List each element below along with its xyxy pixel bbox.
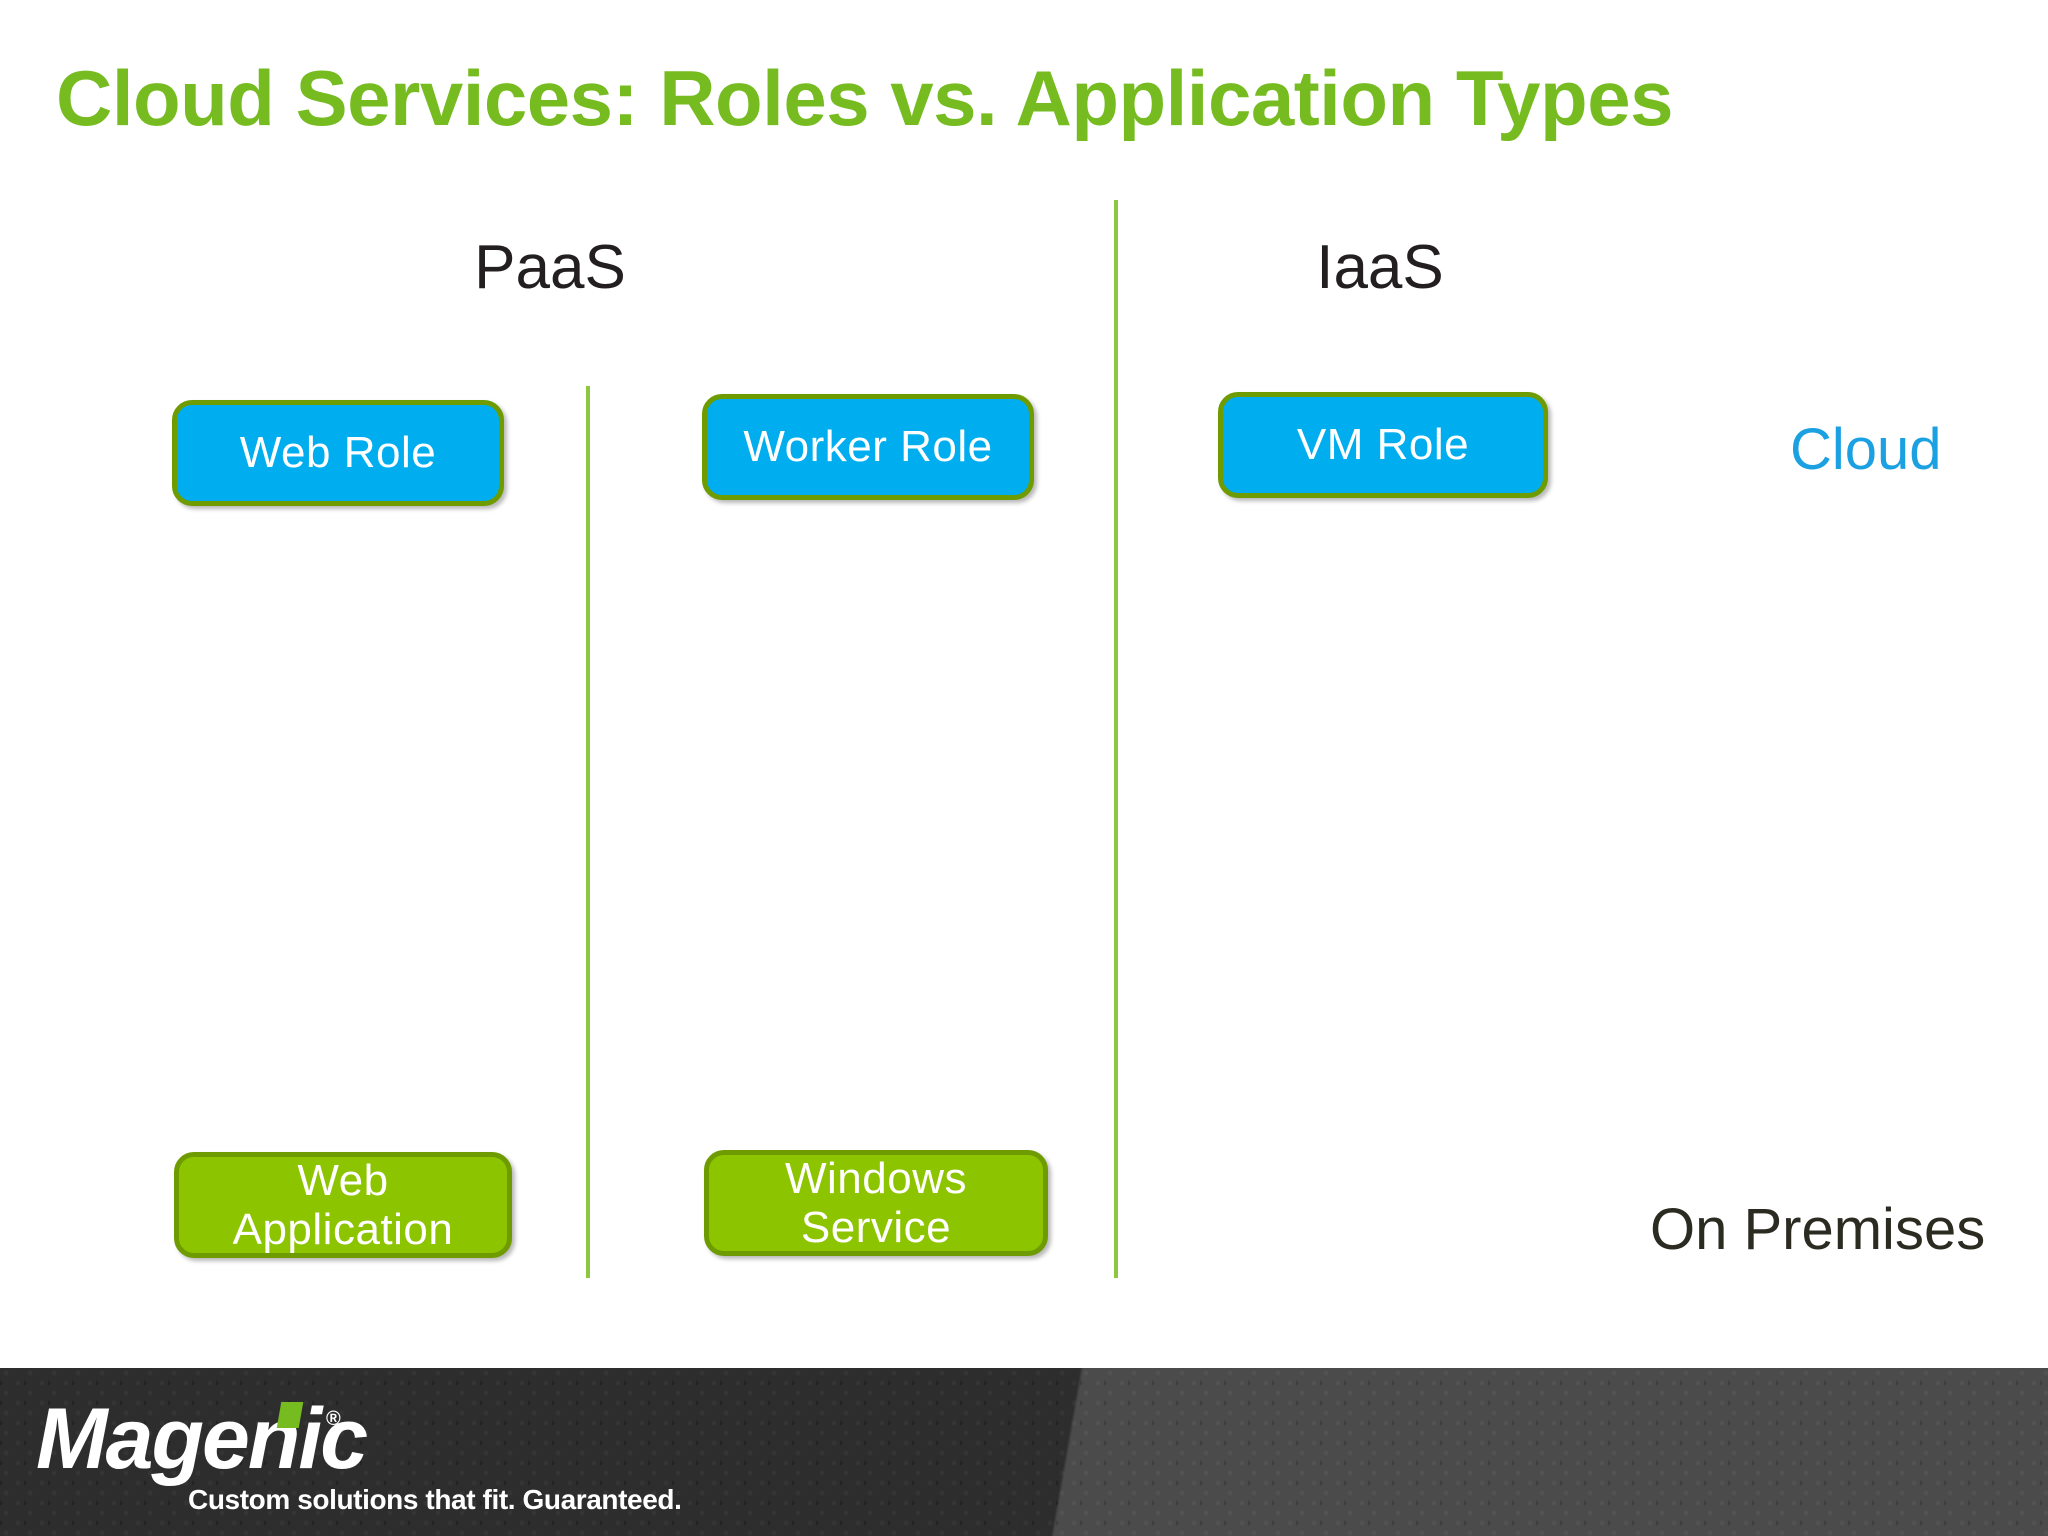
magenic-logo-green-square-icon <box>276 1402 304 1428</box>
footer-diagonal-overlay <box>0 1368 2048 1536</box>
node-label-worker-role: Worker Role <box>743 422 993 472</box>
column-header-paas: PaaS <box>474 233 626 302</box>
node-label-web-application: Web Application <box>233 1156 454 1255</box>
tier-label-on-premises: On Premises <box>1650 1197 1986 1262</box>
magenic-logo-registered-mark: ® <box>326 1408 341 1430</box>
page-title: Cloud Services: Roles vs. Application Ty… <box>56 54 1673 142</box>
node-label-vm-role: VM Role <box>1296 420 1470 470</box>
magenic-logo-tagline: Custom solutions that fit. Guaranteed. <box>188 1484 682 1515</box>
node-box-windows-service[interactable]: Windows Service <box>704 1150 1048 1256</box>
column-header-iaas: IaaS <box>1316 233 1444 302</box>
footer-band: Magenic ® Custom solutions that fit. Gua… <box>0 1368 2048 1536</box>
footer-texture <box>0 1368 2048 1536</box>
tier-label-cloud: Cloud <box>1790 417 1942 482</box>
node-label-windows-service: Windows Service <box>785 1154 967 1253</box>
node-box-web-role[interactable]: Web Role <box>172 400 504 506</box>
divider-paas-iaas <box>1114 200 1118 1278</box>
node-box-web-application[interactable]: Web Application <box>174 1152 512 1258</box>
node-label-web-application-line2: Application <box>232 1205 454 1254</box>
node-label-windows-service-line2: Service <box>800 1203 952 1252</box>
magenic-logo: Magenic ® Custom solutions that fit. Gua… <box>36 1391 682 1516</box>
node-label-windows-service-line1: Windows <box>785 1153 967 1203</box>
divider-paas-inner <box>586 386 590 1278</box>
node-box-worker-role[interactable]: Worker Role <box>702 394 1034 500</box>
magenic-logo-wordmark: Magenic <box>36 1391 368 1487</box>
node-box-vm-role[interactable]: VM Role <box>1218 392 1548 498</box>
node-label-web-application-line1: Web <box>297 1155 389 1205</box>
node-label-web-role: Web Role <box>239 428 437 478</box>
